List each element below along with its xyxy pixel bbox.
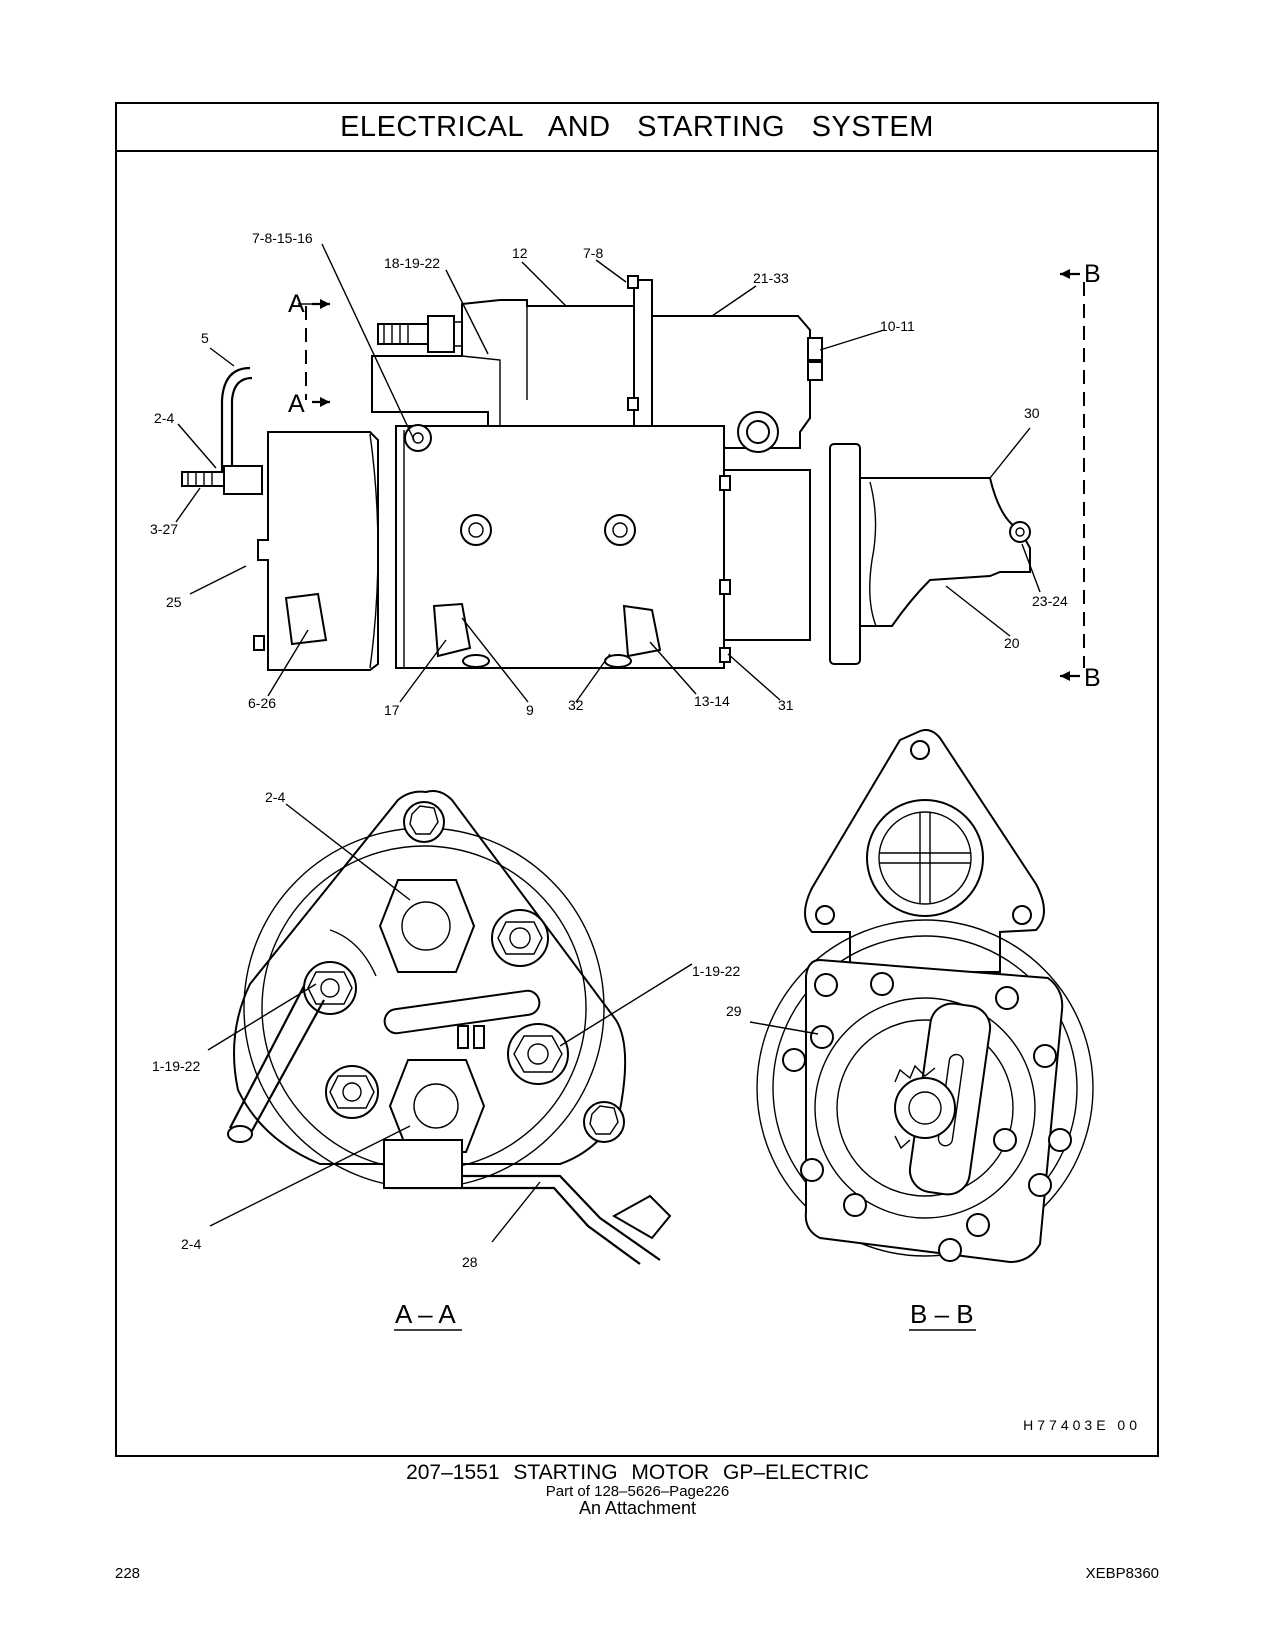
drive-nose	[859, 477, 1031, 627]
cable	[220, 366, 251, 480]
callout-1-19-22-right: 1-19-22	[692, 963, 740, 979]
caption-title: 207–1551 STARTING MOTOR GP–ELECTRIC	[406, 1461, 869, 1484]
caption-subtitle: Part of 128–5626–Page226	[545, 1483, 730, 1500]
callout-28: 28	[462, 1254, 478, 1270]
callout-29: 29	[726, 1003, 742, 1019]
figure-caption: 207–1551 STARTING MOTOR GP–ELECTRIC Part…	[0, 1461, 1275, 1518]
battery-terminal	[223, 465, 263, 495]
callout-17: 17	[384, 702, 400, 718]
document-code: XEBP8360	[1085, 1565, 1159, 1582]
view-label-aa: A – A	[395, 1299, 456, 1329]
callout-5: 5	[201, 330, 209, 346]
mounting-flange	[829, 443, 861, 665]
view-label-bb: B – B	[910, 1299, 974, 1329]
drive-housing	[723, 469, 811, 641]
terminal-nut-lower	[388, 1059, 486, 1153]
bolt-ring	[782, 972, 1072, 1262]
caption-attachment: An Attachment	[578, 1498, 697, 1518]
callout-2-4-top: 2-4	[154, 410, 174, 426]
section-marker-a-top: A	[288, 290, 305, 318]
callout-12: 12	[512, 245, 528, 261]
callout-7-8: 7-8	[583, 245, 603, 261]
callout-3-27: 3-27	[150, 521, 178, 537]
callout-1-19-22-left: 1-19-22	[152, 1058, 200, 1074]
callout-6-26: 6-26	[248, 695, 276, 711]
callout-labels: 7-8-15-16 18-19-22 12 7-8 21-33 10-11 5 …	[150, 230, 1068, 1270]
solenoid-terminal-stud	[377, 323, 431, 345]
callout-32: 32	[568, 697, 584, 713]
side-view: A A B B	[175, 243, 1101, 703]
connector-strap	[383, 989, 541, 1035]
callout-18-19-22: 18-19-22	[384, 255, 440, 271]
drawing-number: H77403E 00	[1023, 1417, 1141, 1433]
callout-20: 20	[1004, 635, 1020, 651]
callout-21-33: 21-33	[753, 270, 789, 286]
callout-9: 9	[526, 702, 534, 718]
section-marker-b-bottom: B	[1084, 664, 1101, 692]
callout-7-8-15-16: 7-8-15-16	[252, 230, 313, 246]
field-cable	[247, 999, 325, 1139]
page-number: 228	[115, 1565, 141, 1582]
parts-diagram: A A B B	[150, 230, 1101, 1331]
callout-23-24: 23-24	[1032, 593, 1068, 609]
callout-25: 25	[166, 594, 182, 610]
terminal-nut-large	[378, 879, 476, 973]
section-b-b-view: B – B	[749, 729, 1094, 1331]
pinion-window	[866, 799, 984, 917]
callout-2-4-aa-top: 2-4	[265, 789, 285, 805]
section-marker-a-bottom: A	[288, 390, 305, 418]
callout-13-14: 13-14	[694, 693, 730, 709]
callout-10-11: 10-11	[880, 318, 915, 334]
callout-31: 31	[778, 697, 794, 713]
header-band: ELECTRICAL AND STARTING SYSTEM	[117, 104, 1157, 152]
callout-2-4-aa-bottom: 2-4	[181, 1236, 201, 1252]
section-a-a-view: A – A	[207, 790, 693, 1331]
figure-frame: ELECTRICAL AND STARTING SYSTEM H77403E 0…	[115, 102, 1159, 1457]
callout-30: 30	[1024, 405, 1040, 421]
section-marker-b-top: B	[1084, 260, 1101, 288]
lead-clamp	[383, 1139, 463, 1189]
section-title: ELECTRICAL AND STARTING SYSTEM	[340, 111, 934, 143]
